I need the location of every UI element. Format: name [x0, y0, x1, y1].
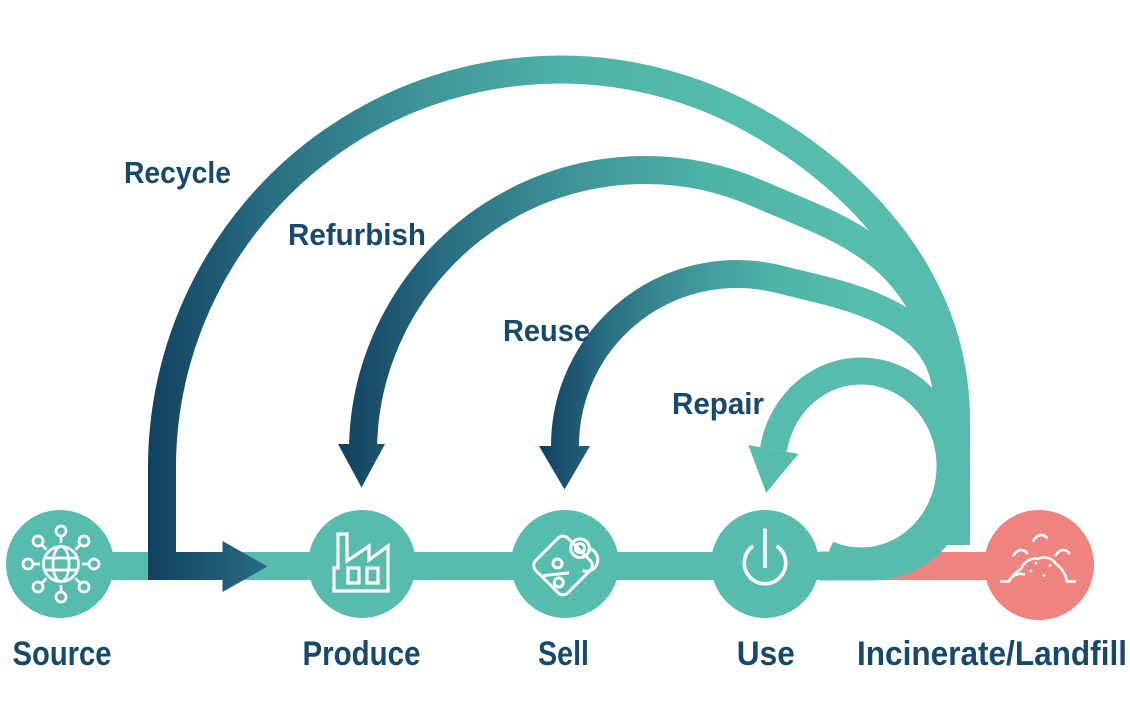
- svg-text:Sell: Sell: [538, 635, 589, 673]
- svg-text:Reuse: Reuse: [503, 313, 590, 348]
- svg-text:Source: Source: [13, 635, 112, 673]
- svg-text:Refurbish: Refurbish: [288, 217, 426, 252]
- svg-text:Incinerate/Landfill: Incinerate/Landfill: [857, 635, 1127, 673]
- svg-text:Repair: Repair: [672, 386, 764, 421]
- svg-text:Recycle: Recycle: [124, 155, 231, 190]
- svg-text:Produce: Produce: [303, 635, 421, 673]
- svg-text:Use: Use: [737, 635, 795, 673]
